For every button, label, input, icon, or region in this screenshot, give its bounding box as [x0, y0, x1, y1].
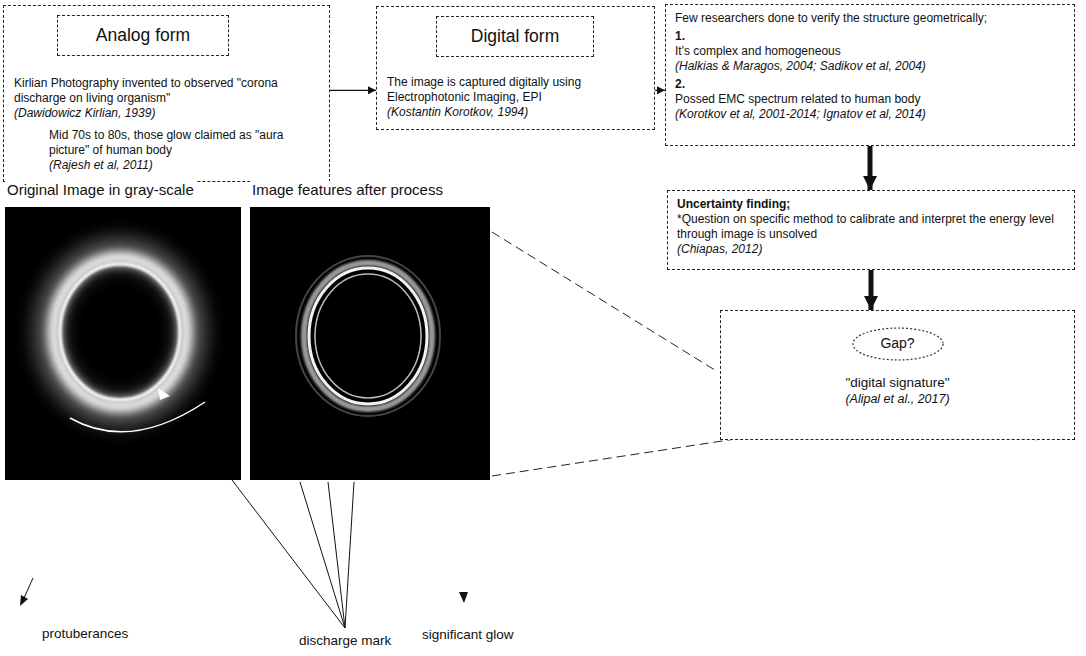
- protuberance-arc: [70, 402, 205, 432]
- connector-arrow: [869, 270, 874, 310]
- node-text: Gap?: [880, 335, 914, 353]
- node-text: (Alipal et al., 2017): [731, 392, 1064, 408]
- node-text: 1.: [675, 29, 1065, 44]
- processed-inner: [315, 274, 421, 398]
- node-text: It's complex and homogeneous: [675, 44, 1065, 59]
- stage-box: Digital formThe image is captured digita…: [376, 6, 655, 130]
- node-text: Mid 70s to 80s, those glow claimed as "a…: [49, 128, 304, 158]
- node-text: (Rajesh et al, 2011): [49, 158, 319, 173]
- node-text: (Korotkov et al, 2001-2014; Ignatov et a…: [675, 107, 1065, 122]
- node-text: 2.: [675, 77, 1065, 92]
- gap-box: Gap? "digital signature"(Alipal et al., 2…: [720, 310, 1075, 440]
- ellipse-shape: [852, 328, 942, 360]
- heading-box: Analog form: [57, 15, 229, 56]
- leader-line: [300, 482, 345, 628]
- node-text: (Halkias & Maragos, 2004; Sadikov et al,…: [675, 59, 1065, 74]
- connector-arrow: [330, 90, 376, 91]
- node-text: Uncertainty finding;: [677, 197, 1065, 212]
- leader-arrowhead: [459, 592, 468, 603]
- corona-halo: [48, 252, 192, 412]
- heading-box: Digital form: [436, 16, 594, 57]
- node-text: (Chiapas, 2012): [677, 242, 1065, 257]
- leader-line: [345, 482, 354, 628]
- node-text: (Dawidowicz Kirlian, 1939): [14, 106, 319, 121]
- leader-line: [232, 480, 345, 628]
- findings-box: Few researchers done to verify the struc…: [665, 4, 1075, 146]
- corona-ring: [54, 258, 186, 406]
- processed-image: [250, 207, 490, 480]
- processed-glow: [304, 263, 432, 409]
- figure-label: discharge mark: [297, 633, 393, 649]
- node-text: Digital form: [471, 26, 560, 48]
- node-text: (Kostantin Korotkov, 1994): [387, 105, 644, 120]
- node-text: "digital signature": [731, 375, 1064, 392]
- stage-box: Analog formKirlian Photography invented …: [3, 5, 330, 182]
- corona-inner: [60, 264, 180, 400]
- connector-arrow: [868, 146, 873, 190]
- protuberance-pointer: [158, 388, 170, 400]
- dashed-leader: [492, 438, 742, 476]
- uncertainty-box: Uncertainty finding;*Question on specifi…: [667, 190, 1075, 270]
- original-image: [5, 207, 241, 480]
- processed-ring: [309, 268, 427, 404]
- figure-label: Original Image in gray-scale: [5, 181, 196, 199]
- leader-line: [24, 578, 33, 598]
- node-text: Possed EMC spectrum related to human bod…: [675, 92, 1065, 107]
- figure-label: significant glow: [420, 627, 516, 643]
- gap-ellipse: Gap?: [852, 327, 944, 361]
- leader-line: [328, 482, 345, 628]
- node-text: Kirlian Photography invented to observed…: [14, 76, 319, 106]
- figure-label: Image features after process: [250, 181, 445, 199]
- connector-arrow: [655, 90, 665, 91]
- leader-arrowhead: [20, 595, 28, 606]
- figure-label: protuberances: [40, 626, 130, 642]
- node-text: Few researchers done to verify the struc…: [675, 11, 1060, 26]
- node-text: The image is captured digitally using El…: [387, 75, 627, 105]
- node-text: *Question on specific method to calibrat…: [677, 212, 1065, 242]
- processed-outer: [296, 256, 440, 416]
- node-text: Analog form: [96, 25, 190, 47]
